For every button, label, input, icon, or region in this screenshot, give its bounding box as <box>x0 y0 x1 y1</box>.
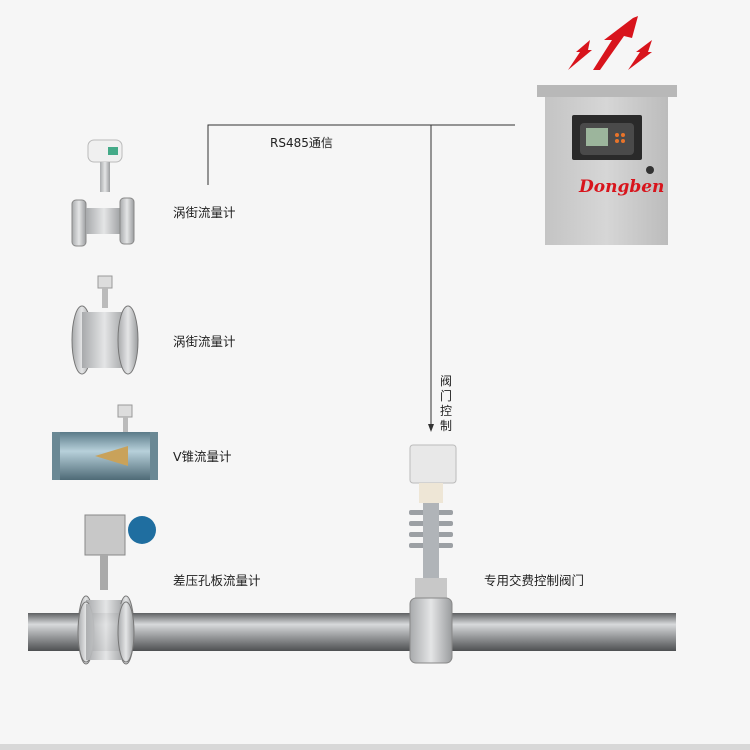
bottom-border <box>0 744 750 750</box>
device-label-orifice: 差压孔板流量计 <box>173 573 261 588</box>
device-label-vortex-1: 涡街流量计 <box>173 205 236 220</box>
cabinet-brand-logo: Dongben <box>579 177 665 197</box>
valve-control-label: 阀门控制 <box>440 374 453 433</box>
control-cabinet <box>537 85 677 245</box>
main-pipe <box>28 613 676 651</box>
arrow-down-icon <box>428 424 434 432</box>
rs485-bus-line <box>207 124 515 428</box>
vortex-flowmeter-1 <box>71 139 135 247</box>
wireless-signal-icon <box>568 16 652 70</box>
valve-label: 专用交费控制阀门 <box>484 573 585 588</box>
device-label-vortex-2: 涡街流量计 <box>173 334 236 349</box>
v-cone-flowmeter <box>52 404 158 480</box>
rs485-label: RS485通信 <box>270 136 333 150</box>
control-valve <box>409 444 457 664</box>
device-label-v-cone: V锥流量计 <box>173 449 232 464</box>
vortex-flowmeter-2 <box>71 275 139 375</box>
orifice-flange <box>77 601 135 663</box>
